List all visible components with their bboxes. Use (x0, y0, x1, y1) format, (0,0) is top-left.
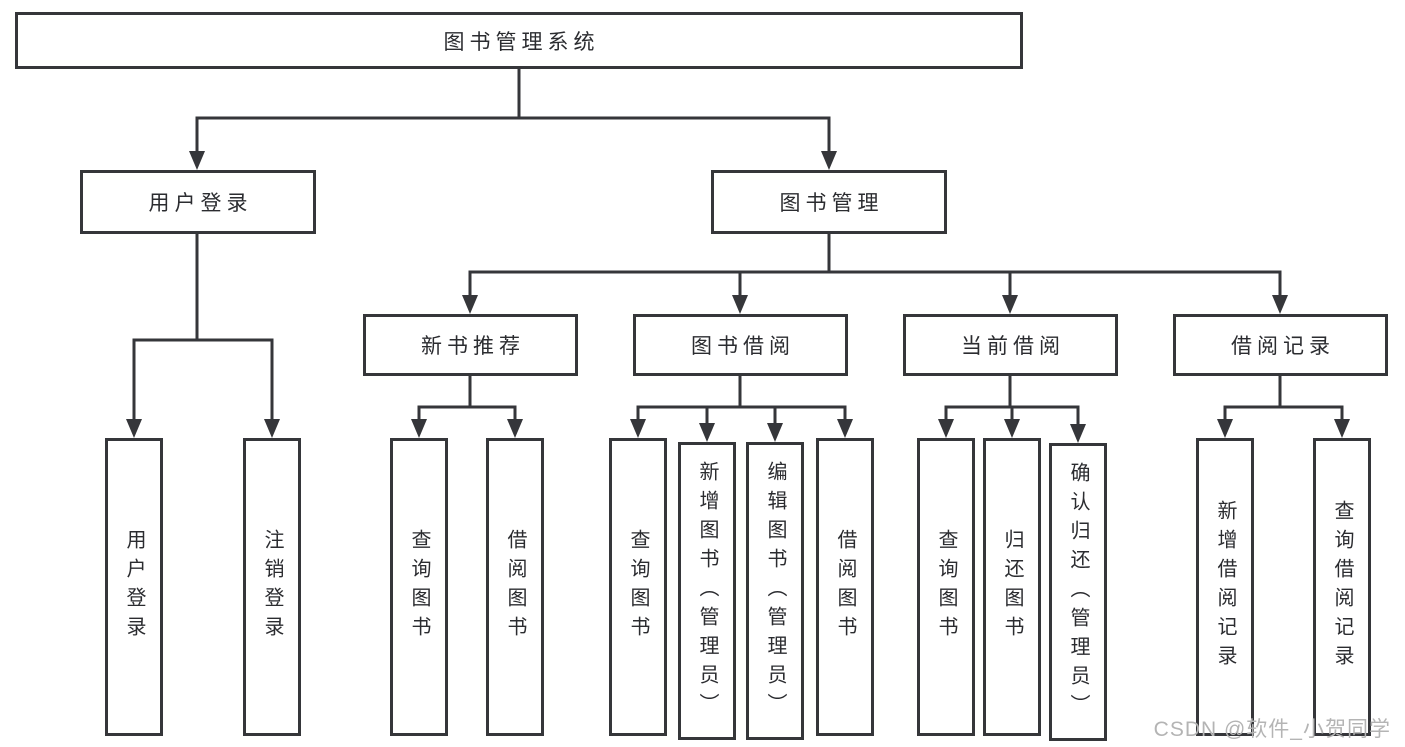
arrow-down-icon (699, 423, 715, 442)
node-current-borrowing: 当前借阅 (903, 314, 1118, 376)
arrow-down-icon (767, 423, 783, 442)
node-borrowing-records: 借阅记录 (1173, 314, 1388, 376)
node-new-book-recommend: 新书推荐 (363, 314, 578, 376)
arrow-down-icon (189, 151, 205, 170)
arrow-down-icon (732, 295, 748, 314)
connector-root-to-level2 (195, 67, 831, 154)
node-label: 查询图书 (627, 529, 649, 645)
node-leaf-return-books: 归还图书 (983, 438, 1041, 736)
connector-new-book-to-children (417, 373, 517, 422)
node-label: 归还图书 (1001, 529, 1023, 645)
node-leaf-add-books-admin: 新增图书（管理员） (678, 442, 736, 740)
arrow-down-icon (411, 419, 427, 438)
node-leaf-confirm-return-admin: 确认归还（管理员） (1049, 443, 1107, 741)
connector-cur-borrow-to-children (944, 373, 1080, 427)
node-label: 编辑图书（管理员） (764, 460, 786, 722)
node-label: 当前借阅 (961, 335, 1065, 358)
node-label: 用户登录 (148, 192, 253, 215)
node-label: 图书借阅 (691, 335, 795, 358)
node-leaf-query-books: 查询图书 (917, 438, 975, 736)
node-leaf-query-books: 查询图书 (390, 438, 448, 736)
arrow-down-icon (1002, 295, 1018, 314)
node-leaf-user-login: 用户登录 (105, 438, 163, 736)
connector-borrow-rec-to-children (1223, 373, 1344, 422)
node-label: 图书管理 (779, 192, 884, 215)
node-label: 注销登录 (261, 529, 283, 645)
node-label: 新增借阅记录 (1214, 500, 1236, 674)
connector-book-borrow-to-children (636, 373, 847, 426)
arrow-down-icon (462, 295, 478, 314)
node-label: 确认归还（管理员） (1067, 461, 1089, 723)
node-label: 用户登录 (123, 529, 145, 645)
node-label: 借阅图书 (504, 529, 526, 645)
node-leaf-logout: 注销登录 (243, 438, 301, 736)
arrow-down-icon (126, 419, 142, 438)
node-label: 图书管理系统 (443, 30, 600, 54)
arrow-down-icon (1334, 419, 1350, 438)
node-leaf-borrow-books: 借阅图书 (816, 438, 874, 736)
node-leaf-query-books: 查询图书 (609, 438, 667, 736)
node-leaf-add-borrow-record: 新增借阅记录 (1196, 438, 1254, 736)
node-leaf-borrow-books: 借阅图书 (486, 438, 544, 736)
connector-book-mgmt-to-level3 (468, 232, 1282, 298)
arrow-down-icon (1004, 419, 1020, 438)
node-label: 新增图书（管理员） (696, 460, 718, 722)
node-label: 借阅记录 (1231, 335, 1335, 358)
node-leaf-edit-books-admin: 编辑图书（管理员） (746, 442, 804, 740)
arrow-down-icon (507, 419, 523, 438)
node-label: 查询图书 (935, 529, 957, 645)
node-label: 查询图书 (408, 529, 430, 645)
arrow-down-icon (264, 419, 280, 438)
csdn-watermark: CSDN @软件_小贺同学 (1153, 718, 1391, 741)
node-book-borrowing: 图书借阅 (633, 314, 848, 376)
node-library-management-system: 图书管理系统 (15, 12, 1023, 69)
node-user-login: 用户登录 (80, 170, 316, 234)
node-leaf-query-borrow-record: 查询借阅记录 (1313, 438, 1371, 736)
arrow-down-icon (837, 419, 853, 438)
node-label: 查询借阅记录 (1331, 500, 1353, 674)
connector-user-login-to-children (132, 232, 274, 422)
arrow-down-icon (1217, 419, 1233, 438)
node-label: 新书推荐 (421, 335, 525, 358)
node-label: 借阅图书 (834, 529, 856, 645)
arrow-down-icon (1070, 424, 1086, 443)
arrow-down-icon (938, 419, 954, 438)
arrow-down-icon (630, 419, 646, 438)
arrow-down-icon (1272, 295, 1288, 314)
arrow-down-icon (821, 151, 837, 170)
node-book-management: 图书管理 (711, 170, 947, 234)
